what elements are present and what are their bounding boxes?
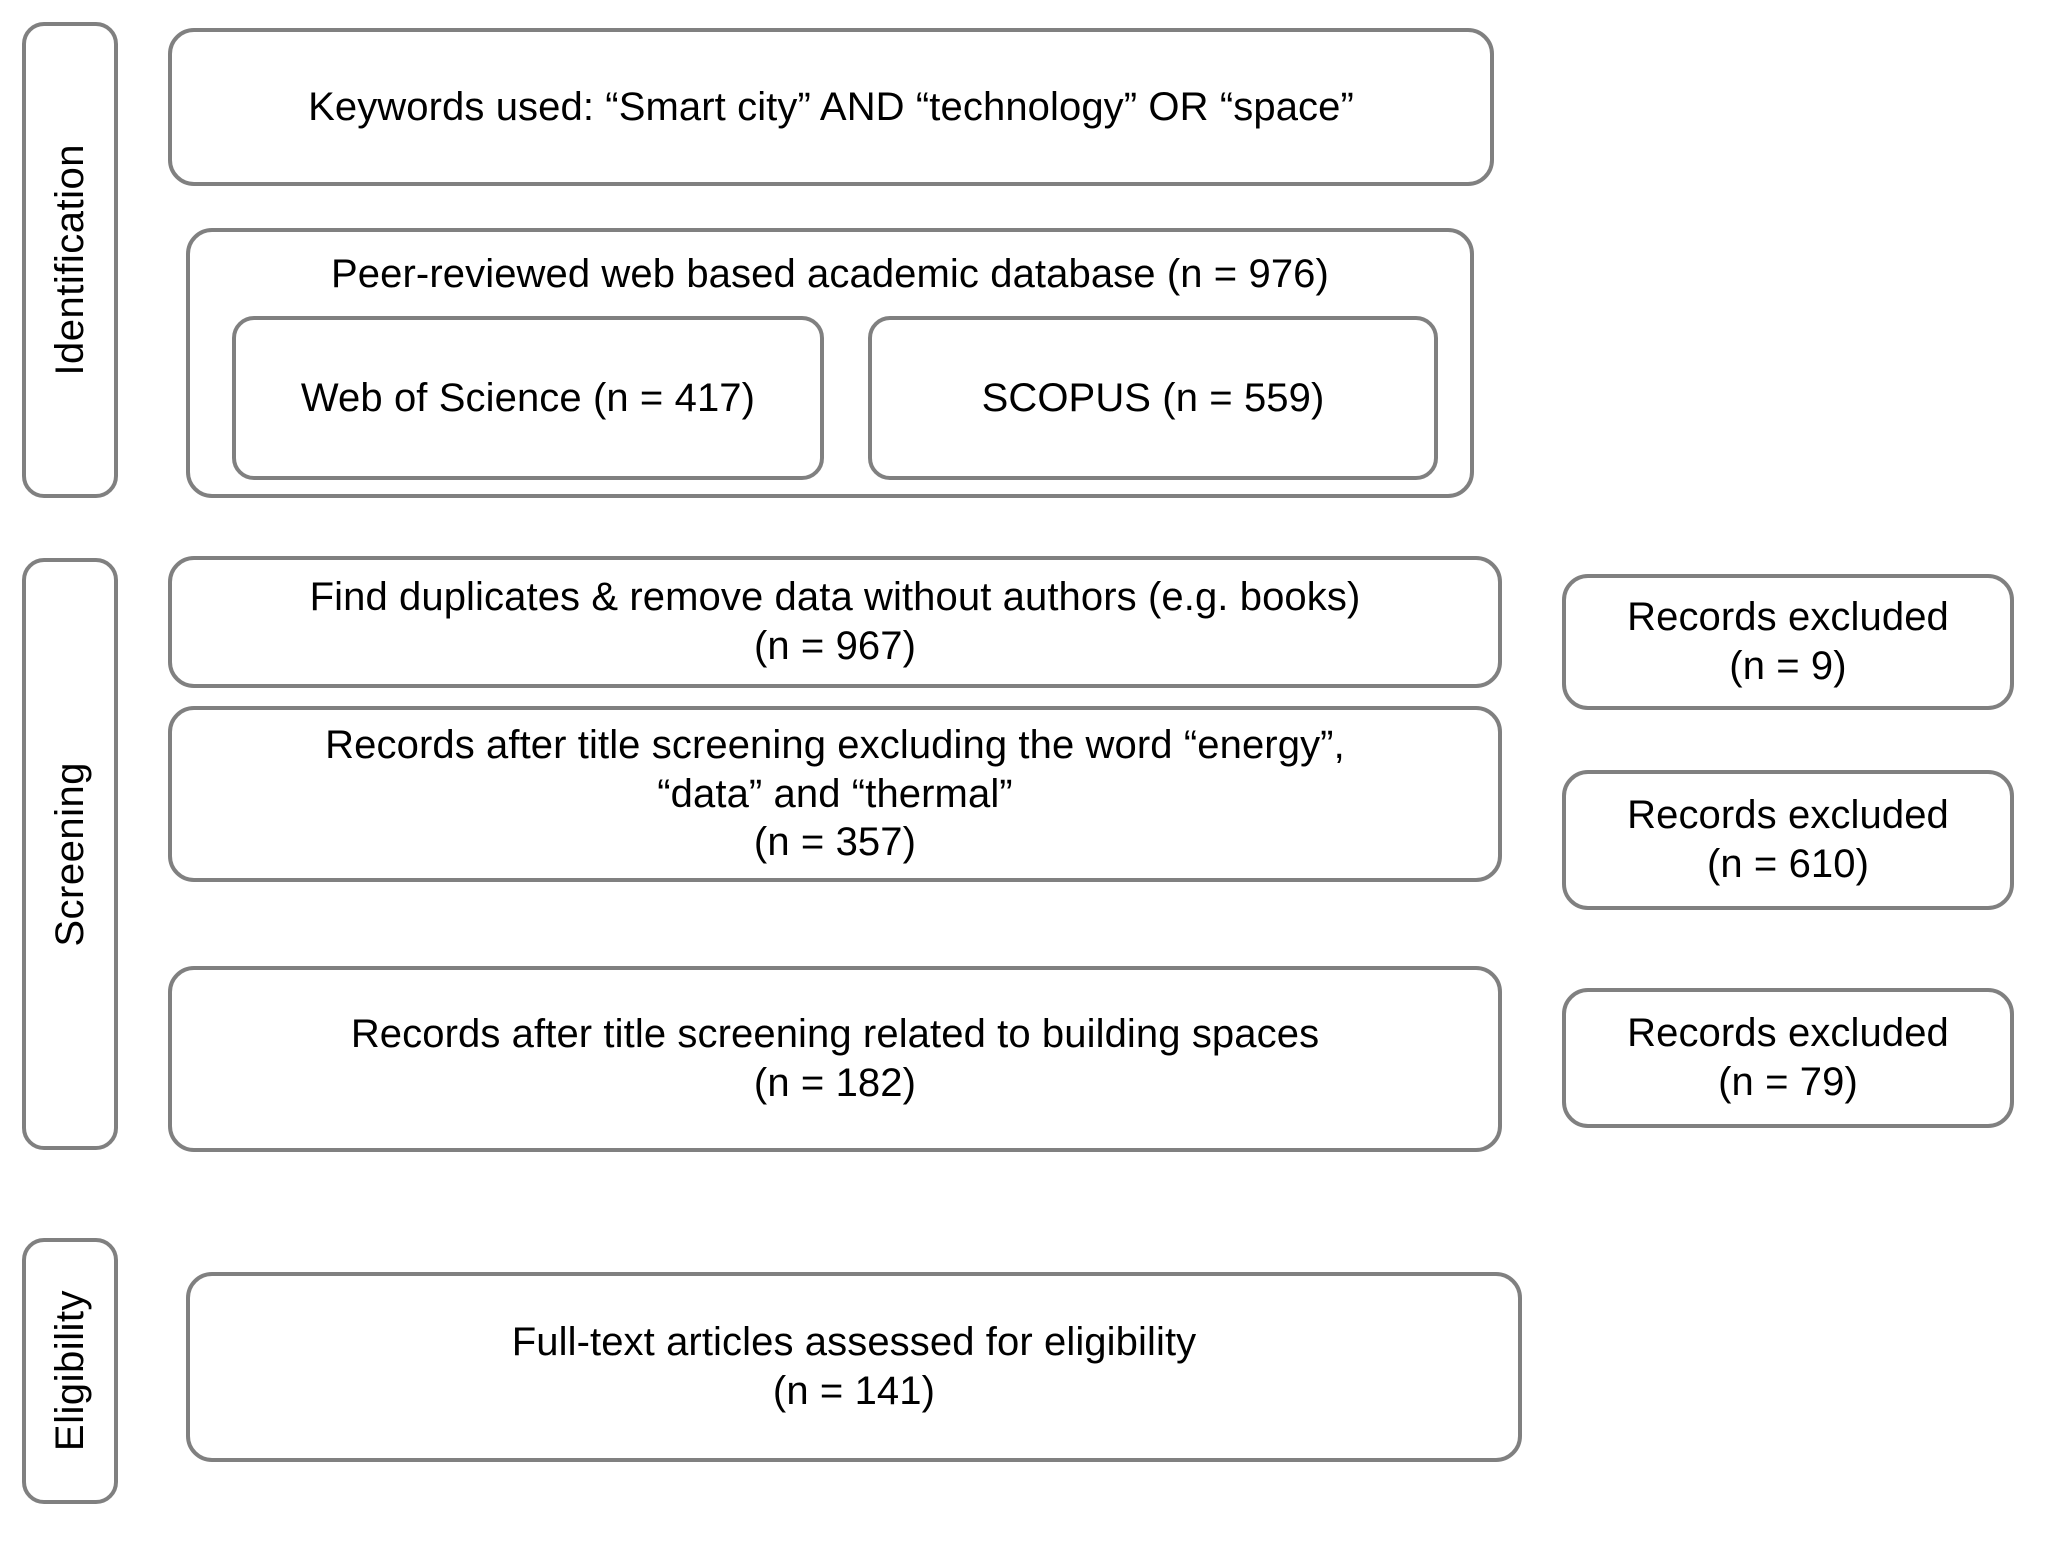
records-excluded-box-1: Records excluded (n = 9) (1562, 574, 2014, 710)
stage-rail-screening: Screening (22, 558, 118, 1150)
source-box-web-of-science: Web of Science (n = 417) (232, 316, 824, 480)
stage-label-screening: Screening (47, 761, 92, 947)
records-excluded-box-3: Records excluded (n = 79) (1562, 988, 2014, 1128)
eligibility-full-text-box: Full-text articles assessed for eligibil… (186, 1272, 1522, 1462)
stage-rail-eligibility: Eligibility (22, 1238, 118, 1504)
screening-step-title-screen-building-spaces: Records after title screening related to… (168, 966, 1502, 1152)
stage-label-identification: Identification (47, 144, 92, 376)
database-group-title: Peer-reviewed web based academic databas… (331, 252, 1329, 296)
stage-rail-identification: Identification (22, 22, 118, 498)
records-excluded-box-2: Records excluded (n = 610) (1562, 770, 2014, 910)
screening-step-duplicates: Find duplicates & remove data without au… (168, 556, 1502, 688)
database-group-box: Peer-reviewed web based academic databas… (186, 228, 1474, 498)
keywords-box: Keywords used: “Smart city” AND “technol… (168, 28, 1494, 186)
screening-step-title-screen-keywords: Records after title screening excluding … (168, 706, 1502, 882)
stage-label-eligibility: Eligibility (47, 1290, 92, 1452)
source-box-scopus: SCOPUS (n = 559) (868, 316, 1438, 480)
